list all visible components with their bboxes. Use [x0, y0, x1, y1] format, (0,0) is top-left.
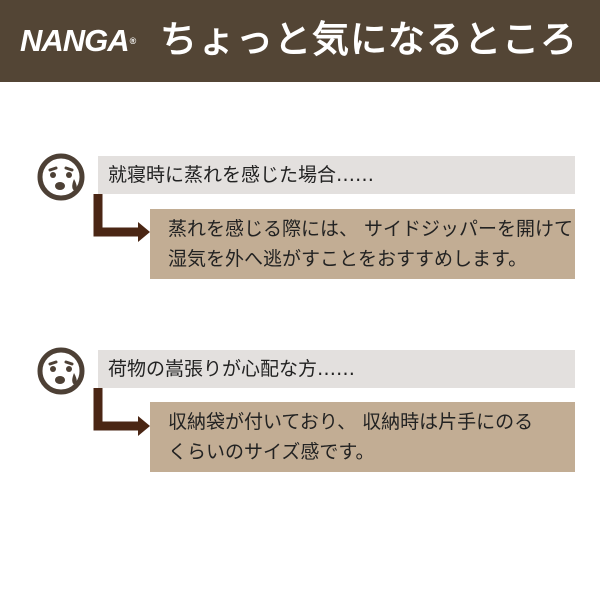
- header-banner: NANGA® ちょっと気になるところ: [0, 0, 600, 82]
- registered-mark: ®: [129, 36, 137, 46]
- answer-box: 収納袋が付いており、 収納時は片手にのる くらいのサイズ感です。: [150, 402, 575, 472]
- answer-line: くらいのサイズ感です。: [168, 441, 375, 463]
- answer-line: 湿気を外へ逃がすことをおすすめします。: [168, 248, 528, 270]
- worried-face-icon: [37, 347, 85, 395]
- answer-line: 蒸れを感じる際には、 サイドジッパーを開けて: [168, 218, 574, 240]
- answer-box: 蒸れを感じる際には、 サイドジッパーを開けて 湿気を外へ逃がすことをおすすめしま…: [150, 209, 575, 279]
- answer-text: 収納袋が付いており、 収納時は片手にのる くらいのサイズ感です。: [168, 407, 567, 467]
- answer-text: 蒸れを感じる際には、 サイドジッパーを開けて 湿気を外へ逃がすことをおすすめしま…: [168, 214, 574, 274]
- page-title: ちょっと気になるところ: [160, 18, 578, 61]
- question-text: 就寝時に蒸れを感じた場合……: [108, 164, 375, 186]
- arrow-icon: [93, 388, 150, 436]
- question-text: 荷物の嵩張りが心配な方……: [108, 358, 356, 380]
- answer-line: 収納袋が付いており、 収納時は片手にのる: [168, 411, 534, 433]
- worried-face-icon: [37, 153, 85, 201]
- arrow-icon: [93, 194, 150, 242]
- brand-logo: NANGA®: [20, 22, 137, 60]
- question-bar: 就寝時に蒸れを感じた場合……: [98, 156, 575, 194]
- question-bar: 荷物の嵩張りが心配な方……: [98, 350, 575, 388]
- brand-name: NANGA: [20, 23, 130, 58]
